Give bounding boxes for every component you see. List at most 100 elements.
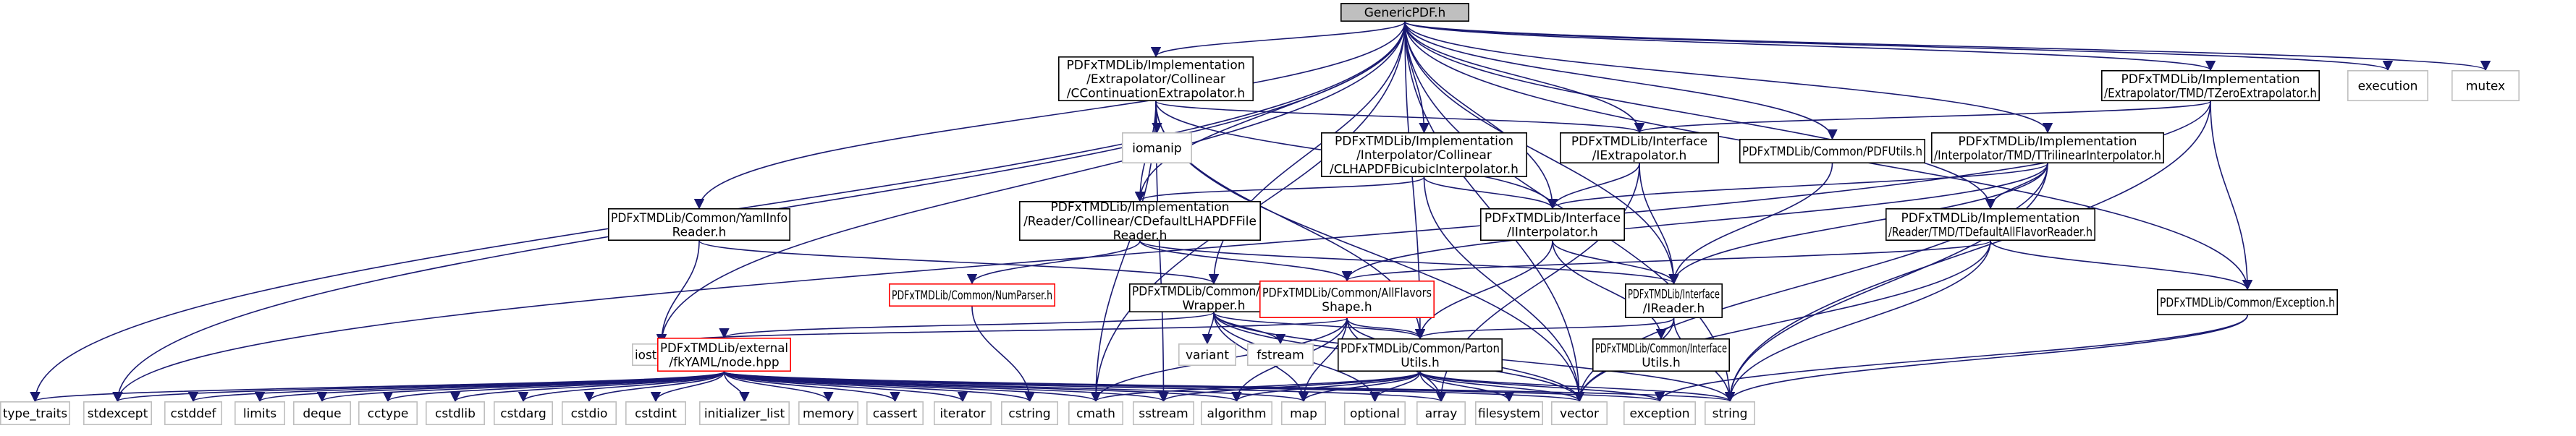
edge-iextrap-to-iinterp — [1547, 163, 1640, 210]
node-deque[interactable]: deque — [292, 401, 351, 425]
node-cassert-label-0: cassert — [873, 407, 918, 422]
node-iextrap[interactable]: PDFxTMDLib/Interface/IExtrapolator.h — [1560, 132, 1720, 164]
node-map-label-0: map — [1290, 407, 1317, 422]
edge-config-to-parton — [1213, 312, 1426, 340]
node-optional-label-0: optional — [1350, 407, 1400, 422]
node-optional[interactable]: optional — [1344, 401, 1406, 425]
node-bicubic-label-1: /Interpolator/Collinear — [1356, 148, 1492, 163]
node-cce-box — [1058, 56, 1254, 102]
node-mutex-box — [2452, 70, 2520, 102]
node-cstdarg[interactable]: cstdarg — [493, 401, 553, 425]
node-variant-label-0: variant — [1186, 349, 1229, 363]
edge-tdefault-to-allflavors — [1342, 240, 1991, 282]
edge-root-to-iostream — [656, 21, 1406, 345]
node-iinterp-box — [1480, 208, 1626, 241]
node-iterator-label-0: iterator — [939, 407, 985, 422]
node-cstdlib-box — [425, 401, 485, 425]
node-limits[interactable]: limits — [234, 401, 285, 425]
node-variant[interactable]: variant — [1178, 343, 1237, 366]
node-cstdio-label-0: cstdio — [571, 407, 608, 422]
node-map[interactable]: map — [1281, 401, 1327, 425]
edge-yaml-to-iostream — [656, 240, 700, 345]
node-filesystem[interactable]: filesystem — [1475, 401, 1544, 425]
node-cstdlib-label-0: cstdlib — [435, 407, 476, 422]
node-fstream[interactable]: fstream — [1247, 343, 1314, 366]
node-cassert[interactable]: cassert — [866, 401, 924, 425]
edge-trilinear-to-ireader — [1668, 163, 2048, 285]
node-cmath[interactable]: cmath — [1068, 401, 1124, 425]
node-cce-label-2: /CContinuationExtrapolator.h — [1067, 87, 1245, 101]
node-iterator-box — [934, 401, 992, 425]
edge-fkyaml-to-cstdint — [650, 371, 725, 403]
node-cstdlib[interactable]: cstdlib — [425, 401, 485, 425]
node-iomanip[interactable]: iomanip — [1122, 132, 1193, 164]
node-iterator[interactable]: iterator — [934, 401, 992, 425]
node-filesystem-box — [1475, 401, 1544, 425]
node-vector[interactable]: vector — [1551, 401, 1608, 425]
node-tdefault[interactable]: PDFxTMDLib/Implementation/Reader/TMD/TDe… — [1885, 208, 2096, 241]
node-trilinear[interactable]: PDFxTMDLib/Implementation/Interpolator/T… — [1931, 132, 2165, 164]
node-fstream-label-0: fstream — [1257, 349, 1304, 363]
node-numparser[interactable]: PDFxTMDLib/Common/NumParser.h — [889, 283, 1056, 307]
node-cstddef[interactable]: cstddef — [164, 401, 223, 425]
node-deque-label-0: deque — [303, 407, 341, 422]
node-variant-box — [1178, 343, 1237, 366]
node-exception[interactable]: exception — [1623, 401, 1697, 425]
node-fkyaml[interactable]: PDFxTMDLib/external/fkYAML/node.hpp — [656, 337, 791, 372]
node-stdexcept[interactable]: stdexcept — [83, 401, 153, 425]
node-execution-label-0: execution — [2358, 80, 2418, 94]
node-cstdint[interactable]: cstdint — [625, 401, 686, 425]
node-type_traits-box — [0, 401, 71, 425]
edge-fkyaml-to-memory — [723, 371, 834, 403]
edge-parton-to-filesystem — [1419, 371, 1515, 403]
node-execution[interactable]: execution — [2347, 70, 2429, 102]
edge-parton-to-algorithm — [1231, 371, 1421, 403]
node-initializer_list-label-0: initializer_list — [704, 407, 785, 422]
node-cstdio[interactable]: cstdio — [561, 401, 617, 425]
node-cstdint-box — [625, 401, 686, 425]
edge-fkyaml-to-cstddef — [188, 371, 725, 403]
node-exception-label-0: exception — [1629, 407, 1689, 422]
node-mutex[interactable]: mutex — [2452, 70, 2520, 102]
node-initializer_list[interactable]: initializer_list — [698, 401, 790, 425]
node-cstdio-box — [561, 401, 617, 425]
node-tze[interactable]: PDFxTMDLib/Implementation/Extrapolator/T… — [2101, 70, 2320, 102]
edge-tze-to-string — [1724, 101, 2211, 403]
edge-bicubic-to-vector — [1423, 176, 1585, 403]
node-lhareader-label-0: PDFxTMDLib/Implementation — [1050, 200, 1229, 215]
node-fkyaml-box — [656, 337, 791, 372]
node-pdfutils[interactable]: PDFxTMDLib/Common/PDFUtils.h — [1739, 139, 1926, 164]
node-stdexcept-label-0: stdexcept — [88, 407, 148, 422]
node-cstring[interactable]: cstring — [1001, 401, 1059, 425]
edge-parton-to-vector — [1419, 371, 1585, 403]
node-ireader[interactable]: PDFxTMDLib/Interface/IReader.h — [1625, 283, 1723, 318]
node-cctype[interactable]: cctype — [358, 401, 418, 425]
node-pdfutils-box — [1739, 139, 1926, 164]
edge-exceptionh-to-exception — [1654, 315, 2248, 403]
node-root[interactable]: GenericPDF.h — [1340, 3, 1470, 22]
node-lhareader[interactable]: PDFxTMDLib/Implementation/Reader/Colline… — [1019, 200, 1262, 243]
node-array[interactable]: array — [1416, 401, 1466, 425]
edge-trilinear-to-iinterp — [1547, 163, 2048, 210]
node-ifaceutils-box — [1592, 338, 1731, 372]
node-algorithm[interactable]: algorithm — [1201, 401, 1273, 425]
node-iinterp[interactable]: PDFxTMDLib/Interface/IInterpolator.h — [1480, 208, 1626, 241]
edge-fkyaml-to-cassert — [723, 371, 900, 403]
node-string-label-0: string — [1713, 407, 1748, 422]
node-sstream[interactable]: sstream — [1133, 401, 1195, 425]
node-bicubic[interactable]: PDFxTMDLib/Implementation/Interpolator/C… — [1321, 132, 1528, 178]
node-exceptionh[interactable]: PDFxTMDLib/Common/Exception.h — [2157, 288, 2339, 315]
node-type_traits[interactable]: type_traits — [0, 401, 71, 425]
edge-pdfutils-to-ireader — [1668, 163, 1833, 285]
node-bicubic-box — [1321, 132, 1528, 178]
node-limits-box — [234, 401, 285, 425]
node-cce[interactable]: PDFxTMDLib/Implementation/Extrapolator/C… — [1058, 56, 1254, 102]
node-memory[interactable]: memory — [798, 401, 859, 425]
edge-parton-to-exception — [1419, 371, 1665, 403]
node-cstddef-box — [164, 401, 223, 425]
node-string[interactable]: string — [1705, 401, 1756, 425]
